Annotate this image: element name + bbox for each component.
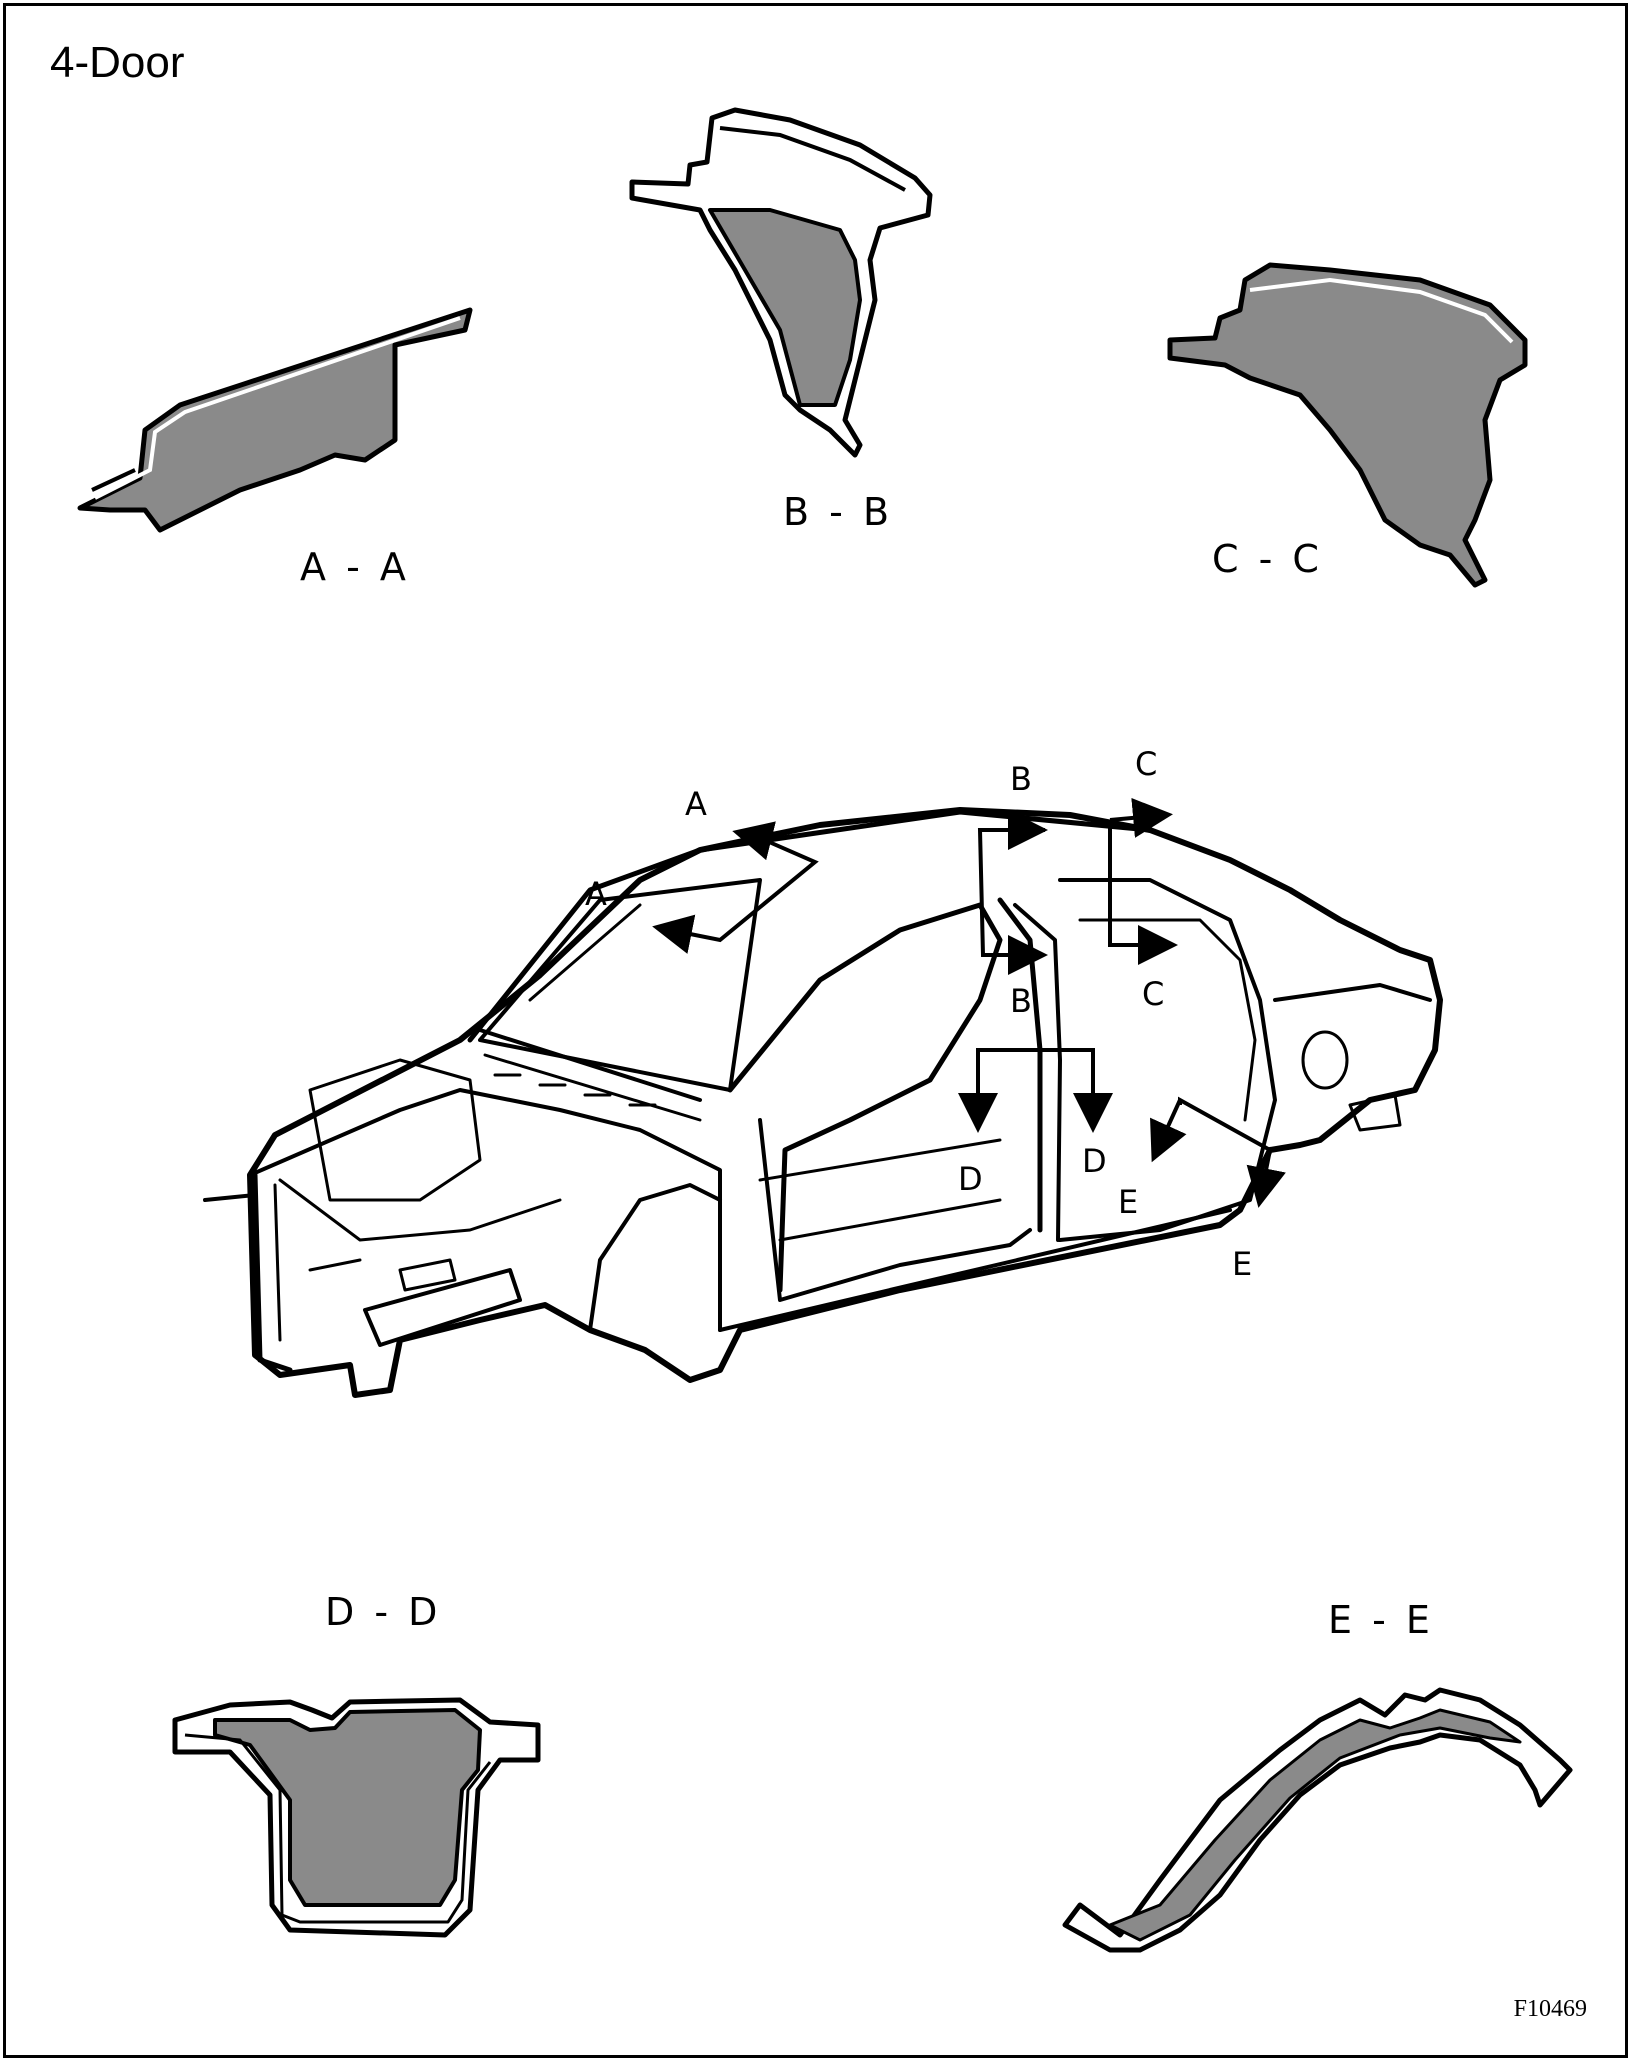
section-label-d-d: D - D — [325, 1590, 442, 1634]
section-e-e-profile — [1062, 1687, 1573, 1953]
diagram-frame — [3, 3, 1628, 2058]
callout-a-lower: A — [585, 875, 607, 913]
section-cut-lines — [652, 797, 1286, 1208]
diagram-title: 4-Door — [50, 38, 185, 87]
section-label-c-c: C - C — [1212, 537, 1323, 581]
callout-b-lower: B — [1010, 982, 1032, 1020]
callout-e-upper: E — [1118, 1183, 1138, 1221]
car-body-illustration — [203, 807, 1443, 1398]
callout-c-lower: C — [1142, 975, 1164, 1013]
section-d-d-profile — [172, 1697, 541, 1938]
section-a-a-profile — [77, 307, 473, 533]
figure-id: F10469 — [1513, 1996, 1587, 2022]
callout-a-upper: A — [685, 785, 707, 823]
callout-e-lower: E — [1232, 1245, 1252, 1283]
callout-b-upper: B — [1010, 760, 1032, 798]
section-label-a-a: A - A — [300, 545, 410, 589]
section-label-e-e: E - E — [1328, 1598, 1434, 1642]
section-b-b-profile — [629, 107, 933, 458]
section-label-b-b: B - B — [783, 490, 894, 534]
callout-d-right: D — [1082, 1142, 1107, 1180]
section-c-c-profile — [1167, 262, 1528, 588]
callout-d-left: D — [958, 1160, 983, 1198]
callout-c-upper: C — [1135, 745, 1157, 783]
